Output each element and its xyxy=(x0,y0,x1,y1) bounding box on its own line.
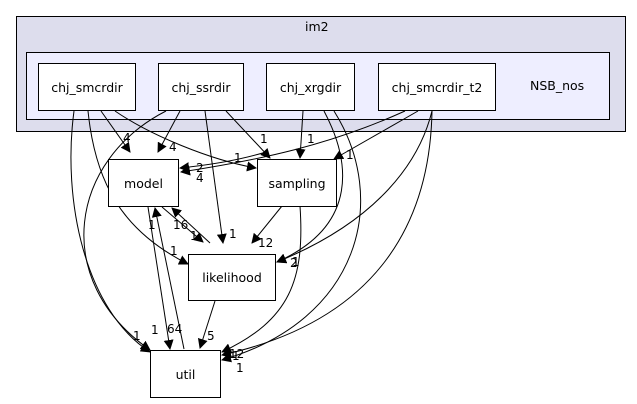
edge-ssrdir-likelihood xyxy=(204,110,227,244)
node-chj-smcrdir-t2[interactable]: chj_smcrdir_t2 xyxy=(378,63,496,111)
edge-smcrdir-sampling xyxy=(114,110,257,172)
label-util-model: 1 xyxy=(148,218,156,232)
edge-t2-sampling xyxy=(333,110,419,160)
edge-ssrdir-util xyxy=(83,110,167,351)
label-model-likelihood: 16 xyxy=(173,218,188,232)
edge-sampling-util xyxy=(221,205,302,353)
label-sampling-util: 12 xyxy=(229,347,244,361)
edge-likelihood-util xyxy=(197,300,216,349)
node-sampling[interactable]: sampling xyxy=(257,159,337,207)
edge-t2-util xyxy=(221,110,433,358)
label-smcrdir-likelihood: 1 xyxy=(170,244,178,258)
label-smcrdir-util: 1 xyxy=(133,329,141,343)
label-model-util: 64 xyxy=(167,322,182,336)
label-likelihood-util: 5 xyxy=(207,329,215,343)
edge-util-model xyxy=(151,207,185,350)
label-t2-util: 1 xyxy=(236,361,244,375)
edge-t2-model xyxy=(180,110,406,176)
label-ssrdir-likelihood: 1 xyxy=(229,227,237,241)
edge-model-likelihood xyxy=(161,206,204,243)
node-chj-smcrdir[interactable]: chj_smcrdir xyxy=(38,63,136,111)
label-smcrdir-model: 4 xyxy=(123,131,131,145)
cluster-nsb-nos-label: NSB_nos xyxy=(530,78,585,93)
label-likelihood-model: 1 xyxy=(190,229,198,243)
label-sampling-likelihood: 12 xyxy=(258,236,273,250)
edge-sampling-likelihood xyxy=(251,205,283,244)
label-ssrdir-model: 4 xyxy=(169,140,177,154)
label-xrgdir-sampling: 1 xyxy=(307,132,315,146)
node-util[interactable]: util xyxy=(150,350,221,398)
label-xrgdir-util: 1 xyxy=(232,349,240,363)
cluster-im2-label: im2 xyxy=(305,19,329,34)
edge-likelihood-model xyxy=(171,207,211,244)
edge-ssrdir-model xyxy=(157,110,181,153)
label-ssrdir-util: 1 xyxy=(151,323,159,337)
node-chj-xrgdir[interactable]: chj_xrgdir xyxy=(266,63,355,111)
edge-t2-likelihood xyxy=(276,110,433,264)
label-xrgdir-model: 2 xyxy=(196,161,204,175)
node-model[interactable]: model xyxy=(108,159,179,207)
edge-xrgdir-util xyxy=(221,110,362,363)
label-xrgdir-likelihood: 1 xyxy=(292,255,300,269)
node-likelihood[interactable]: likelihood xyxy=(188,254,276,301)
label-smcrdir-sampling: 1 xyxy=(234,151,242,165)
edge-smcrdir-util xyxy=(70,110,151,353)
node-chj-ssrdir[interactable]: chj_ssrdir xyxy=(158,63,244,111)
edge-xrgdir-likelihood xyxy=(276,110,344,263)
label-t2-model: 4 xyxy=(196,171,204,185)
label-t2-sampling: 1 xyxy=(346,148,354,162)
edge-smcrdir-model xyxy=(100,110,131,153)
edge-ssrdir-sampling xyxy=(225,110,271,159)
edge-xrgdir-sampling xyxy=(295,110,306,159)
edge-model-util xyxy=(147,206,174,350)
label-ssrdir-sampling: 1 xyxy=(260,132,268,146)
label-t2-likelihood: 2 xyxy=(290,256,298,270)
